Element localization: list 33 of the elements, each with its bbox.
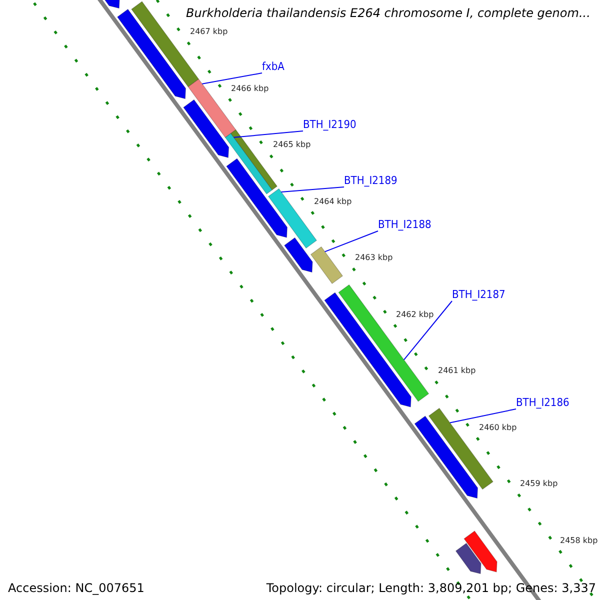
accession-text: Accession: NC_007651 <box>7 581 146 595</box>
title: Burkholderia thailandensis E264 chromosome I, complete genom... <box>185 6 592 20</box>
scale-label: 2462 kbp <box>396 310 434 319</box>
gene-arrow-shape <box>284 237 313 273</box>
leader-line <box>233 130 304 138</box>
leader-line <box>324 230 378 252</box>
scale-label: 2464 kbp <box>314 197 352 206</box>
gene-arrow-shape <box>226 158 288 238</box>
leader-line <box>403 300 452 360</box>
leader-line <box>280 186 344 192</box>
gene-label: BTH_I2188 <box>378 218 432 231</box>
scale-label: 2460 kbp <box>479 423 517 432</box>
genome-info-text: Topology: circular; Length: 3,809,201 bp; Genes: 3,337 <box>265 581 597 595</box>
gene-arrow-shape <box>464 530 498 572</box>
scale-label: 2467 kbp <box>190 27 228 36</box>
gene-label: fxbA <box>262 60 284 73</box>
scale-label: 2461 kbp <box>438 366 476 375</box>
leader-line <box>202 72 262 84</box>
scale-label: 2466 kbp <box>231 84 269 93</box>
gene-arrow-shape <box>183 99 230 158</box>
gene-label: BTH_I2189 <box>344 174 398 187</box>
gene-bar <box>224 132 273 194</box>
scale-label: 2465 kbp <box>273 140 311 149</box>
scale-label: 2463 kbp <box>355 253 393 262</box>
gene-label: BTH_I2186 <box>516 396 570 409</box>
gene-arrow-shape <box>414 416 478 499</box>
gene-arrow-shape <box>455 542 482 574</box>
gene-arrow-shape <box>116 8 186 100</box>
gene-label: BTH_I2190 <box>303 118 356 131</box>
gene-bar <box>310 246 344 284</box>
gene-label: BTH_I2187 <box>452 288 506 301</box>
scale-label: 2459 kbp <box>520 479 558 488</box>
scale-label: 2458 kbp <box>560 536 598 545</box>
